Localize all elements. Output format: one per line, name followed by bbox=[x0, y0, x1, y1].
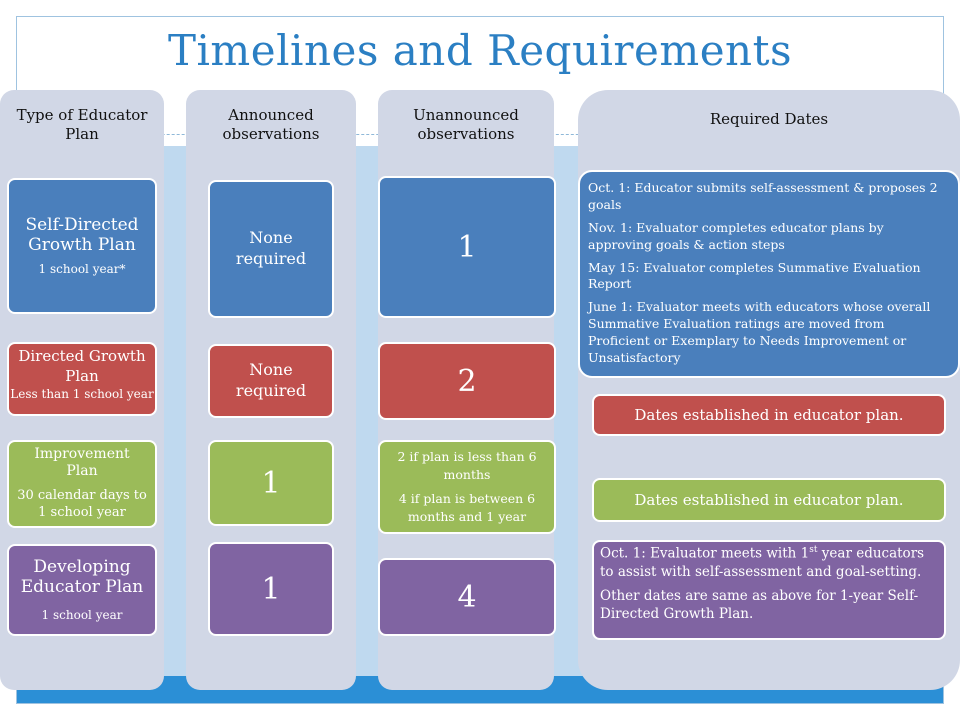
dates-text: Dates established in educator plan. bbox=[634, 406, 904, 424]
column-required-dates: Required Dates Oct. 1: Educator submits … bbox=[578, 90, 960, 690]
column-unannounced: Unannounced observations 1 2 2 if plan i… bbox=[378, 90, 556, 690]
dates-improvement: Dates established in educator plan. bbox=[592, 478, 946, 522]
unannounced-improvement: 2 if plan is less than 6 months 4 if pla… bbox=[378, 440, 556, 534]
plan-title: Self-Directed Growth Plan bbox=[25, 214, 139, 256]
announced-value: None required bbox=[235, 360, 307, 400]
plan-title: Directed Growth Plan bbox=[18, 347, 146, 386]
column-header-plan-type: Type of Educator Plan bbox=[16, 106, 148, 143]
column-header-unannounced: Unannounced observations bbox=[413, 106, 519, 143]
dates-directed-growth: Dates established in educator plan. bbox=[592, 394, 946, 436]
announced-value: 1 bbox=[261, 571, 281, 607]
plan-duration: 30 calendar days to 1 school year bbox=[17, 487, 147, 520]
dates-self-directed: Oct. 1: Educator submits self-assessment… bbox=[578, 170, 960, 378]
unannounced-directed-growth: 2 bbox=[378, 342, 556, 420]
announced-value: 1 bbox=[261, 465, 281, 501]
plan-duration: 1 school year* bbox=[38, 261, 126, 276]
date-item-text: year educators to assist with self-asses… bbox=[600, 545, 925, 580]
column-header-announced: Announced observations bbox=[222, 106, 320, 143]
plan-duration: 1 school year bbox=[41, 607, 123, 622]
column-plan-type: Type of Educator Plan Self-Directed Grow… bbox=[0, 90, 164, 690]
announced-directed-growth: None required bbox=[208, 344, 334, 418]
dates-developing-educator: Oct. 1: Evaluator meets with 1st year ed… bbox=[592, 540, 946, 640]
announced-value: None required bbox=[235, 228, 307, 268]
unannounced-value: 2 if plan is less than 6 months bbox=[397, 448, 537, 482]
plan-developing-educator: Developing Educator Plan 1 school year bbox=[7, 544, 157, 636]
date-item: Other dates are same as above for 1-year… bbox=[600, 587, 919, 623]
unannounced-developing-educator: 4 bbox=[378, 558, 556, 636]
announced-developing-educator: 1 bbox=[208, 542, 334, 636]
date-item: Nov. 1: Evaluator completes educator pla… bbox=[588, 219, 884, 252]
unannounced-value: 4 if plan is between 6 months and 1 year bbox=[398, 491, 536, 525]
unannounced-value: 2 bbox=[457, 363, 477, 399]
plan-directed-growth: Directed Growth Plan Less than 1 school … bbox=[7, 342, 157, 416]
date-item: Oct. 1: Educator submits self-assessment… bbox=[588, 180, 938, 212]
unannounced-value: 1 bbox=[457, 229, 477, 265]
date-item-superscript: st bbox=[809, 545, 818, 555]
plan-title: Developing Educator Plan bbox=[20, 556, 144, 598]
unannounced-value: 4 bbox=[457, 579, 477, 615]
date-item: Oct. 1: Evaluator meets with 1st year ed… bbox=[600, 544, 936, 581]
column-announced: Announced observations None required Non… bbox=[186, 90, 356, 690]
date-item: June 1: Evaluator meets with educators w… bbox=[588, 299, 931, 365]
announced-self-directed: None required bbox=[208, 180, 334, 318]
date-item-text: Oct. 1: Evaluator meets with 1 bbox=[600, 545, 810, 562]
plan-self-directed: Self-Directed Growth Plan 1 school year* bbox=[7, 178, 157, 314]
date-item: May 15: Evaluator completes Summative Ev… bbox=[588, 259, 921, 292]
announced-improvement: 1 bbox=[208, 440, 334, 526]
page-title: Timelines and Requirements bbox=[167, 26, 793, 75]
plan-title: Improvement Plan bbox=[34, 446, 130, 480]
plan-improvement: Improvement Plan 30 calendar days to 1 s… bbox=[7, 440, 157, 528]
dates-text: Dates established in educator plan. bbox=[634, 491, 904, 509]
unannounced-self-directed: 1 bbox=[378, 176, 556, 318]
column-header-required-dates: Required Dates bbox=[709, 110, 829, 128]
plan-duration: Less than 1 school year bbox=[10, 386, 154, 401]
